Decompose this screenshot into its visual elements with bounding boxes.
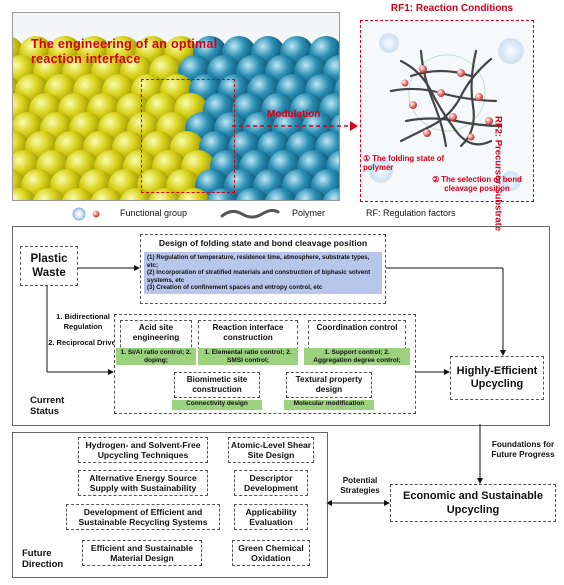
potential-strategies-label: Potential Strategies [340, 476, 380, 495]
acid-site-detail: 1. Si/Al ratio control; 2. doping; [116, 348, 196, 365]
economic-label: Economic and Sustainable Upcycling [403, 490, 543, 516]
economic-node: Economic and Sustainable Upcycling [390, 484, 556, 522]
future-item-descriptor: Descriptor Development [234, 470, 308, 496]
plastic-waste-node: Plastic Waste [20, 246, 78, 286]
legend: Functional group Polymer RF: Regulation … [70, 206, 550, 222]
future-item-recycling: Development of Efficient and Sustainable… [66, 504, 220, 530]
future-direction-label: Future Direction [22, 548, 64, 570]
sphere-lattice [13, 13, 339, 200]
functional-group-icon [72, 207, 100, 221]
yellow-sphere [13, 188, 37, 200]
blue-sphere [322, 188, 339, 200]
plastic-waste-label: Plastic Waste [30, 253, 68, 279]
drive-label: 2. Reciprocal Drive [48, 338, 116, 347]
biomimetic-detail: Connectivity design [172, 400, 262, 410]
flow-connectors [46, 265, 506, 506]
interface-detail: 1. Elemental ratio control; 2. SMSI cont… [198, 348, 298, 365]
modulation-region [141, 79, 235, 193]
polymer-icon [220, 208, 280, 219]
blue-sphere [293, 188, 327, 200]
future-item-shear: Atomic-Level Shear Site Design [228, 437, 314, 463]
regulation-label: 1. Bidirectional Regulation [56, 312, 110, 331]
textural-title: Textural property design [295, 375, 363, 394]
yellow-sphere [61, 188, 95, 200]
future-item-oxidation: Green Chemical Oxidation [232, 540, 310, 566]
modulation-label: Modulation [267, 109, 321, 120]
acid-site-title: Acid site engineering [132, 323, 180, 342]
textural-detail: Molecular modification [284, 400, 374, 410]
current-status-section [12, 226, 550, 426]
coordination-title: Coordination control [316, 323, 398, 332]
design-item: (3) Creation of confinement spaces and e… [147, 284, 323, 292]
textural-box: Textural property design [286, 372, 372, 398]
legend-polymer: Polymer [292, 208, 326, 218]
legend-functional-group: Functional group [120, 208, 188, 218]
interface-title: Reaction interface construction [212, 323, 284, 342]
polymer-network [369, 33, 524, 191]
interface-box: Reaction interface construction [198, 320, 298, 350]
design-items: (1) Regulation of temperature, residence… [144, 252, 382, 294]
yellow-sphere [177, 188, 211, 200]
foundations-label: Foundations for Future Progress [491, 440, 555, 459]
future-item-applicability: Applicability Evaluation [234, 504, 308, 530]
rf1-label: RF1: Reaction Conditions [390, 3, 514, 14]
yellow-sphere [119, 188, 153, 200]
highly-efficient-node: Highly-Efficient Upcycling [450, 356, 544, 400]
highly-efficient-label: Highly-Efficient Upcycling [456, 364, 538, 391]
design-item: (1) Regulation of temperature, residence… [147, 254, 370, 269]
modulation-arrow [232, 121, 358, 131]
blue-sphere [235, 188, 269, 200]
coordination-detail: 1. Support control; 2. Aggregation degre… [304, 348, 410, 365]
blue-sphere [264, 188, 298, 200]
coordination-box: Coordination control [308, 320, 406, 350]
design-item: (2) Incorporation of stratified material… [147, 269, 371, 284]
blue-sphere [206, 188, 240, 200]
design-box: Design of folding state and bond cleavag… [140, 234, 386, 304]
rf-panel: ① The folding state of polymer ② The sel… [360, 20, 534, 202]
illustration-title: The engineering of an optimal reaction i… [31, 37, 218, 66]
design-title: Design of folding state and bond cleavag… [158, 238, 368, 248]
biomimetic-box: Biomimetic site construction [174, 372, 260, 398]
yellow-sphere [148, 188, 182, 200]
current-status-label: Current Status [30, 395, 65, 417]
future-direction-section [12, 432, 328, 578]
future-item-hydrogen: Hydrogen- and Solvent-Free Upcycling Tec… [78, 437, 208, 463]
future-item-energy: Alternative Energy Source Supply with Su… [78, 470, 208, 496]
interface-illustration: The engineering of an optimal reaction i… [12, 12, 340, 201]
folding-label: ① The folding state of polymer [363, 154, 445, 172]
bond-label: ② The selection of bond cleavage positio… [432, 175, 522, 193]
future-item-material: Efficient and Sustainable Material Desig… [82, 540, 202, 566]
yellow-sphere [32, 188, 66, 200]
yellow-sphere [90, 188, 124, 200]
legend-rf: RF: Regulation factors [366, 208, 456, 218]
biomimetic-title: Biomimetic site construction [186, 375, 248, 394]
